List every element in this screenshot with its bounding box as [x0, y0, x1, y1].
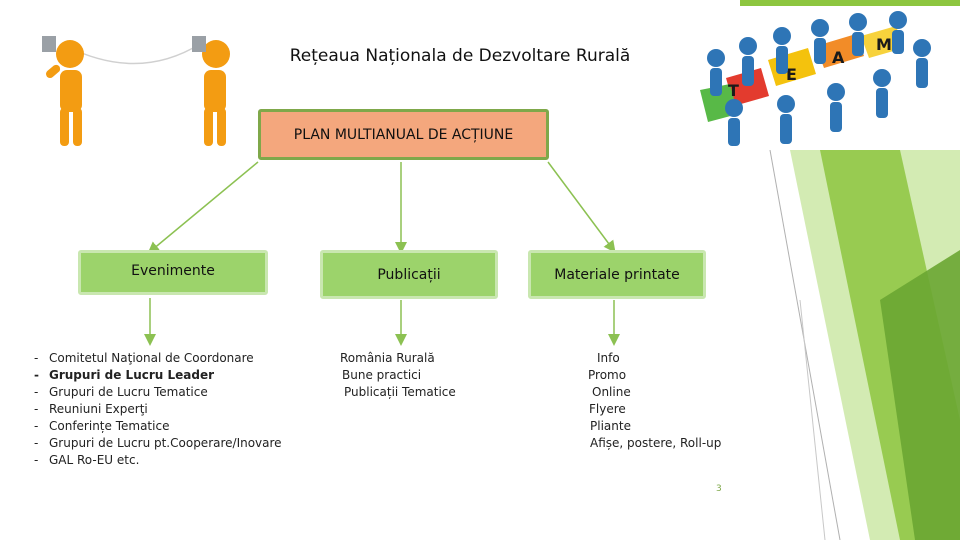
branch-printed-materials: Materiale printate [528, 250, 706, 299]
list-item: Reuniuni Experţi [34, 401, 282, 418]
branch-events: Evenimente [78, 250, 268, 295]
branch-publications-label: Publicații [377, 267, 440, 283]
printed-materials-list: Info Promo Online Flyere Pliante Afișe, … [586, 350, 721, 452]
events-list: Comitetul Naţional de Coordonare Grupuri… [34, 350, 282, 469]
list-item: Comitetul Naţional de Coordonare [34, 350, 282, 367]
list-item: Grupuri de Lucru Leader [34, 367, 282, 384]
list-item: Afișe, postere, Roll-up [586, 435, 721, 452]
arrow-root-to-printed [548, 162, 612, 248]
root-node: PLAN MULTIANUAL DE ACȚIUNE [258, 109, 549, 160]
list-item: Conferințe Tematice [34, 418, 282, 435]
page-number: 3 [716, 484, 722, 494]
branch-printed-label: Materiale printate [554, 267, 680, 283]
publications-list: România Rurală Bune practici Publicații … [340, 350, 456, 401]
branch-events-label: Evenimente [131, 263, 215, 279]
page-title: Rețeaua Naționala de Dezvoltare Rurală [180, 46, 740, 66]
list-item: Bune practici [340, 367, 456, 384]
arrow-root-to-events [152, 162, 258, 250]
list-item: Flyere [586, 401, 721, 418]
list-item: Info [586, 350, 721, 367]
list-item: Grupuri de Lucru Tematice [34, 384, 282, 401]
list-item: Online [586, 384, 721, 401]
list-item: Grupuri de Lucru pt.Cooperare/Inovare [34, 435, 282, 452]
list-item: Promo [586, 367, 721, 384]
list-item: România Rurală [340, 350, 456, 367]
list-item: GAL Ro-EU etc. [34, 452, 282, 469]
list-item: Pliante [586, 418, 721, 435]
root-node-label: PLAN MULTIANUAL DE ACȚIUNE [294, 127, 514, 143]
list-item: Publicații Tematice [340, 384, 456, 401]
branch-publications: Publicații [320, 250, 498, 299]
